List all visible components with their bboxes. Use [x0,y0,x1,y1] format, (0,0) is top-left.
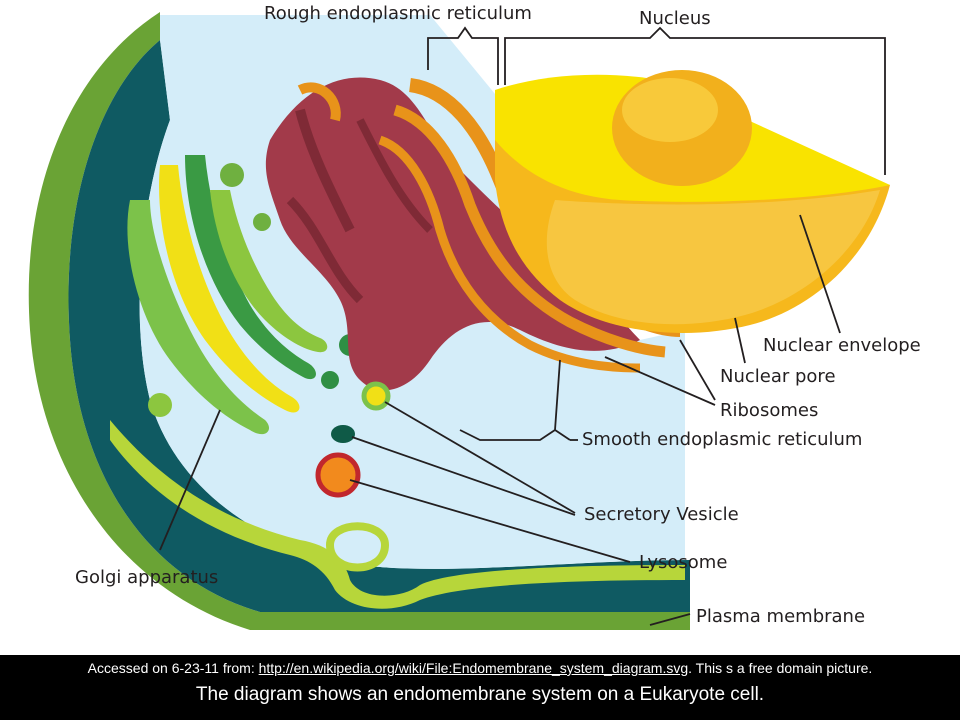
nuclear-pore-label: Nuclear pore [720,366,836,387]
lysosome-leader [349,479,631,563]
nuclear-envelope-leader [799,214,841,334]
attribution-suffix: . This s a free domain picture. [688,660,873,676]
secretory-vesicle-leader [384,401,576,514]
cytoplasm-dark [68,40,690,612]
label-brackets [427,26,886,441]
golgi-cisterna-2 [159,165,300,413]
golgi-cisterna-4 [210,190,328,353]
plasma-membrane-label: Plasma membrane [696,606,865,627]
secretory-vesicle [361,381,391,411]
nucleus [495,70,890,333]
rough-er-layer [378,135,641,373]
nucleus-bracket [504,26,886,175]
golgi-vesicle [253,213,271,231]
smooth-er-tubule [295,108,355,233]
ribosomes-label: Ribosomes [720,400,818,421]
vesicle-budding [325,522,390,572]
rough-er-layer [393,104,666,358]
secretory-vesicle-label: Secretory Vesicle [584,504,739,525]
leader-lines [159,214,841,626]
lysosome [315,452,361,498]
ribosomes-leader [679,339,716,401]
attribution-prefix: Accessed on 6-23-11 from: [87,660,259,676]
smooth-er-label: Smooth endoplasmic reticulum [582,429,862,450]
nucleolus-highlight [622,78,718,142]
smooth-er-bracket [459,359,571,441]
plasma-membrane-outer [28,12,691,630]
diagram-caption: The diagram shows an endomembrane system… [195,684,765,705]
golgi-cisterna-1 [127,200,270,435]
rough-er-label: Rough endoplasmic reticulum [264,3,532,24]
labels: Rough endoplasmic reticulum Nucleus Nucl… [75,3,921,627]
secretory-vesicles [331,381,391,443]
ribosomes-leader [604,356,716,406]
secretory-vesicle-leader [351,436,576,516]
golgi-leader [159,409,221,551]
source-link[interactable]: http://en.wikipedia.org/wiki/File:Endome… [258,660,689,676]
lysosome-label: Lysosome [639,552,727,573]
endomembrane-diagram: Rough endoplasmic reticulum Nucleus Nucl… [28,3,921,630]
plasma-membrane-leader [649,613,691,626]
lysosome-body [315,452,361,498]
golgi-vesicle [220,163,244,187]
golgi-label: Golgi apparatus [75,567,218,588]
nuclear-pore-leader [734,317,746,364]
rough-er-bracket [427,26,499,85]
secretory-vesicle [331,425,355,443]
golgi-vesicle [148,393,172,417]
nucleoplasm-cut-face [546,190,880,325]
rough-er-layer [297,82,341,122]
nuclear-envelope-label: Nuclear envelope [763,335,921,356]
plasma-membrane-inner-band [110,420,685,609]
golgi-cisterna-3 [185,155,316,380]
smooth-er-tubule [356,118,433,233]
attribution-line: Accessed on 6-23-11 from: http://en.wiki… [0,658,960,678]
golgi-vesicle [321,371,339,389]
caption-footer: Accessed on 6-23-11 from: http://en.wiki… [0,655,960,720]
nucleus-label: Nucleus [639,8,711,29]
smooth-er-tubule [286,196,364,304]
